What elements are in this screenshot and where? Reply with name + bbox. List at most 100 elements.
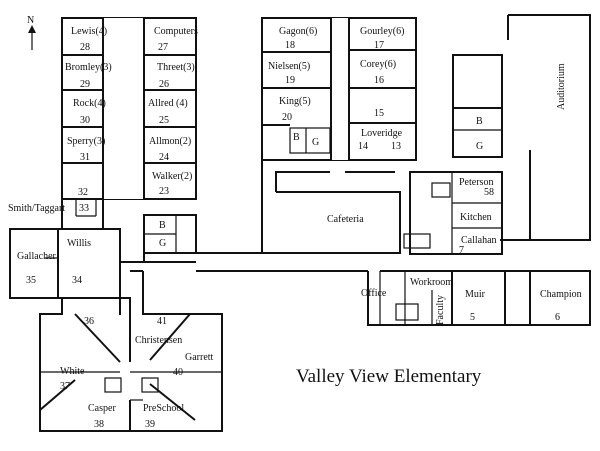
room-name: Rock(4) bbox=[73, 98, 106, 109]
room-name: Muir bbox=[465, 289, 486, 300]
room-gagon: Gagon(6) 18 bbox=[279, 26, 317, 51]
room-willis: Willis 34 bbox=[67, 238, 91, 286]
room-allmon: Allmon(2) 24 bbox=[149, 136, 191, 163]
room-bromley: Bromley(3) 29 bbox=[65, 62, 112, 90]
room-name: Bromley(3) bbox=[65, 62, 112, 73]
cafeteria-label: Cafeteria bbox=[327, 214, 364, 225]
room-number-a: 14 bbox=[358, 141, 368, 152]
room-threet: Threet(3) 26 bbox=[157, 62, 195, 90]
room-number: 5 bbox=[470, 312, 475, 323]
room-loveridge: Loveridge 14 13 bbox=[358, 128, 403, 152]
faculty-label: Faculty bbox=[435, 295, 446, 325]
room-smith-taggart: Smith/Taggart 33 bbox=[8, 203, 89, 214]
room-number: 41 bbox=[157, 316, 167, 327]
room-number: 27 bbox=[158, 42, 168, 53]
restroom-girls-label-2: G bbox=[312, 137, 319, 148]
room-number: 26 bbox=[159, 79, 169, 90]
auditorium-label: Auditorium bbox=[556, 63, 567, 110]
room-muir: Muir 5 bbox=[465, 289, 486, 323]
map-title: Valley View Elementary bbox=[296, 366, 482, 387]
room-name: Sperry(3) bbox=[67, 136, 105, 147]
room-number-b: 13 bbox=[391, 141, 401, 152]
room-number: 6 bbox=[555, 312, 560, 323]
restroom-girls-label: G bbox=[159, 238, 166, 249]
room-name: Allred (4) bbox=[148, 98, 188, 109]
room-name: White bbox=[60, 366, 85, 377]
room-name: Nielsen(5) bbox=[268, 61, 310, 72]
room-name: Computers bbox=[154, 26, 198, 37]
auditorium-block: Auditorium bbox=[452, 14, 591, 241]
room-15-number: 15 bbox=[374, 108, 384, 119]
room-name: Lewis(4) bbox=[71, 26, 107, 37]
room-number: 29 bbox=[80, 79, 90, 90]
room-allred: Allred (4) 25 bbox=[148, 98, 188, 126]
room-number: 18 bbox=[285, 40, 295, 51]
cafeteria-block bbox=[262, 171, 503, 255]
room-number: 7 bbox=[459, 245, 464, 256]
room-name: King(5) bbox=[279, 96, 311, 107]
room-name: Threet(3) bbox=[157, 62, 195, 73]
room-number: 28 bbox=[80, 42, 90, 53]
room-name: Garrett bbox=[185, 352, 214, 363]
room-king: King(5) 20 bbox=[279, 96, 311, 123]
room-number: 38 bbox=[94, 419, 104, 430]
room-number: 17 bbox=[374, 40, 384, 51]
room-garrett: Garrett 40 bbox=[173, 352, 214, 378]
room-champion: Champion 6 bbox=[540, 289, 582, 323]
restroom-girls-label-3: G bbox=[476, 141, 483, 152]
room-name: PreSchool bbox=[143, 403, 184, 414]
room-name: Callahan bbox=[461, 235, 497, 246]
room-32-number: 32 bbox=[78, 187, 88, 198]
room-gallacher: Gallacher 35 bbox=[17, 251, 57, 286]
kitchen-label: Kitchen bbox=[460, 212, 492, 223]
room-gourley: Gourley(6) 17 bbox=[360, 26, 404, 51]
room-number: 33 bbox=[79, 203, 89, 214]
room-preschool: PreSchool 39 bbox=[143, 403, 184, 430]
room-number: 35 bbox=[26, 275, 36, 286]
room-number: 36 bbox=[84, 316, 94, 327]
west-wing bbox=[61, 17, 262, 262]
room-name: Walker(2) bbox=[152, 171, 192, 182]
room-number: 30 bbox=[80, 115, 90, 126]
room-nielsen: Nielsen(5) 19 bbox=[268, 61, 310, 86]
room-casper: Casper 38 bbox=[88, 403, 116, 430]
room-computers: Computers 27 bbox=[154, 26, 198, 53]
restroom-boys-label-3: B bbox=[476, 116, 483, 127]
room-number: 58 bbox=[484, 187, 494, 198]
room-number: 39 bbox=[145, 419, 155, 430]
room-name: Champion bbox=[540, 289, 582, 300]
room-christensen: Christensen 41 bbox=[135, 316, 182, 346]
room-name: Gagon(6) bbox=[279, 26, 317, 37]
room-lewis: Lewis(4) 28 bbox=[71, 26, 107, 53]
room-name: Allmon(2) bbox=[149, 136, 191, 147]
willis-gallacher-block bbox=[9, 228, 196, 315]
room-name: Loveridge bbox=[361, 128, 403, 139]
room-number: 16 bbox=[374, 75, 384, 86]
office-wing bbox=[196, 270, 591, 326]
room-number: 25 bbox=[159, 115, 169, 126]
southwest-pod bbox=[39, 270, 223, 432]
room-number: 20 bbox=[282, 112, 292, 123]
room-number: 40 bbox=[173, 367, 183, 378]
room-white: White 37 bbox=[60, 366, 85, 392]
room-name: Casper bbox=[88, 403, 116, 414]
room-peterson: Peterson 58 bbox=[459, 177, 494, 198]
room-number: 19 bbox=[285, 75, 295, 86]
room-corey: Corey(6) 16 bbox=[360, 59, 396, 86]
room-name: Smith/Taggart bbox=[8, 203, 65, 214]
workroom-label: Workroom bbox=[410, 277, 453, 288]
restroom-boys-label: B bbox=[159, 220, 166, 231]
room-rock: Rock(4) 30 bbox=[73, 98, 106, 126]
room-name: Peterson bbox=[459, 177, 493, 188]
room-walker: Walker(2) 23 bbox=[152, 171, 192, 197]
compass-label: N bbox=[27, 15, 34, 26]
room-name: Willis bbox=[67, 238, 91, 249]
office-label: Office bbox=[361, 288, 387, 299]
room-sperry: Sperry(3) 31 bbox=[67, 136, 105, 163]
room-name: Gallacher bbox=[17, 251, 57, 262]
room-name: Gourley(6) bbox=[360, 26, 404, 37]
room-number: 37 bbox=[60, 381, 70, 392]
room-name: Corey(6) bbox=[360, 59, 396, 70]
room-name: Christensen bbox=[135, 335, 182, 346]
